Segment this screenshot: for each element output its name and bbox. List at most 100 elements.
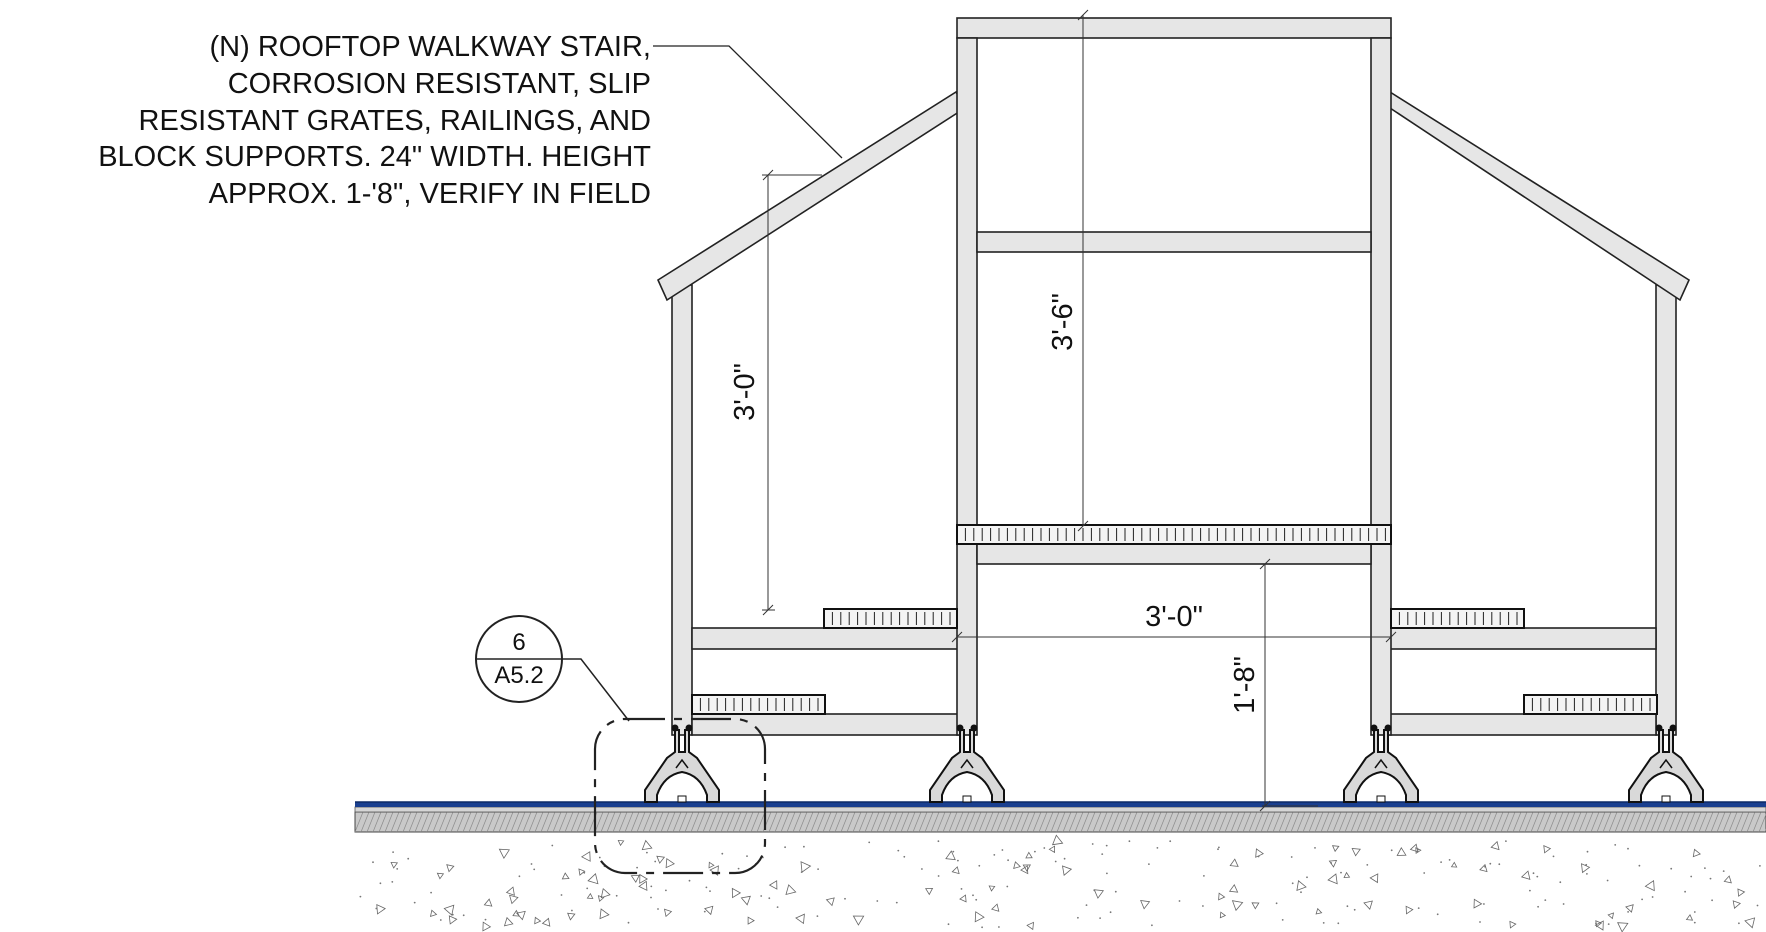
hatch-line [1602,811,1612,833]
platform-right-post [1370,37,1392,736]
dim-rail-height-platform [1077,9,1089,532]
block-support-1-shape [644,724,720,803]
hatch-line [1320,811,1330,833]
hatch-line [906,811,916,833]
aggregate-stone [599,908,610,920]
hatch-line [360,811,370,833]
aggregate-dot [975,898,978,901]
aggregate-dot [1670,867,1673,870]
aggregate-stone [1026,921,1034,931]
hatch-line [750,811,760,833]
aggregate-dot [1529,889,1531,892]
aggregate-stone [436,872,445,880]
aggregate-stone [708,861,715,869]
hatch-line [744,811,754,833]
hatch-line [912,811,922,833]
hatch-line [1032,811,1042,833]
hatch-line [1704,811,1714,833]
aggregate-stone [541,917,551,927]
aggregate-dot [1627,911,1629,913]
hatch-line [1668,811,1678,833]
hatch-line [1218,811,1228,833]
hatch-line [1152,811,1162,833]
insulation-layer [354,811,1766,833]
hatch-line [768,811,778,833]
aggregate-dot [897,849,900,852]
hatch-line [1662,811,1672,833]
aggregate-stone [945,850,956,861]
aggregate-stone [1685,914,1694,921]
aggregate-stone [665,857,676,869]
aggregate-stone [446,864,455,873]
aggregate-stone [597,895,605,903]
dim-text-rail-height-side: 3'-0" [729,363,761,421]
block-support-3 [1343,724,1419,803]
aggregate-dot [876,900,879,902]
hatch-line [1572,811,1582,833]
right-lower-stringer [1389,713,1657,736]
note-line-5: APPROX. 1-'8", VERIFY IN FIELD [209,178,651,210]
hatch-line [1386,811,1396,833]
hatch-line [660,811,670,833]
aggregate-dot [1340,871,1342,874]
aggregate-dot [1614,844,1617,846]
aggregate-dot [1148,863,1150,865]
hatch-line [1128,811,1138,833]
aggregate-stone [768,880,778,890]
hatch-line [990,811,1000,833]
right-upper-tread [1390,608,1525,629]
aggregate-stone [795,913,805,925]
hatch-line [1542,811,1552,833]
hatch-line [1116,811,1126,833]
aggregate-stone [448,915,458,925]
hatch-line [1728,811,1738,833]
aggregate-stone [1594,920,1604,931]
dim-text-rail-height-platform: 3'-6" [1047,293,1079,351]
hatch-line [696,811,706,833]
hatch-line [426,811,436,833]
aggregate-dot [1627,847,1629,850]
aggregate-stone [1048,845,1055,854]
aggregate-stone [1327,873,1338,885]
hatch-line [1296,811,1306,833]
hatch-line [438,811,448,833]
aggregate-stone [1369,873,1379,884]
hatch-line [1452,811,1462,833]
aggregate-dot [1536,875,1539,878]
hatch-line [1632,811,1642,833]
detail-tag-sheet: A5.2 [494,662,543,689]
aggregate-dot [560,894,563,896]
hatch-line [1194,811,1204,833]
aggregate-dot [1423,872,1426,874]
block-support-2-shape [929,724,1005,803]
aggregate-stone [1737,888,1746,897]
aggregate-stone [483,898,493,907]
aggregate-dot [583,871,586,874]
aggregate-stone [1343,871,1351,879]
aggregate-stone [515,910,526,921]
hatch-line [792,811,802,833]
dimension-lines: 3'-0" 3'-6" 3'-0" 1'-8" [729,9,1397,812]
roof-assembly [354,801,1766,932]
hatch-line [1290,811,1300,833]
aggregate-dot [1606,879,1609,882]
aggregate-dot [1001,849,1004,851]
right-lower-tread-ribs [1531,698,1651,711]
aggregate-dot [439,919,442,921]
aggregate-dot [484,918,487,921]
hatch-line [996,811,1006,833]
block-support-4-shape [1628,724,1704,803]
hatch-line [1284,811,1294,833]
aggregate-stone [1231,900,1244,912]
hatch-line [1506,811,1516,833]
aggregate-dot [1693,921,1696,924]
aggregate-dot [391,881,394,883]
aggregate-dot [1151,924,1153,927]
hatch-line [1404,811,1414,833]
aggregate-stone [639,873,648,884]
aggregate-dot [657,908,659,910]
aggregate-dot [1417,848,1419,851]
hatch-line [666,811,676,833]
platform-frame [956,17,1392,736]
dim-rail-height-side [762,169,822,616]
